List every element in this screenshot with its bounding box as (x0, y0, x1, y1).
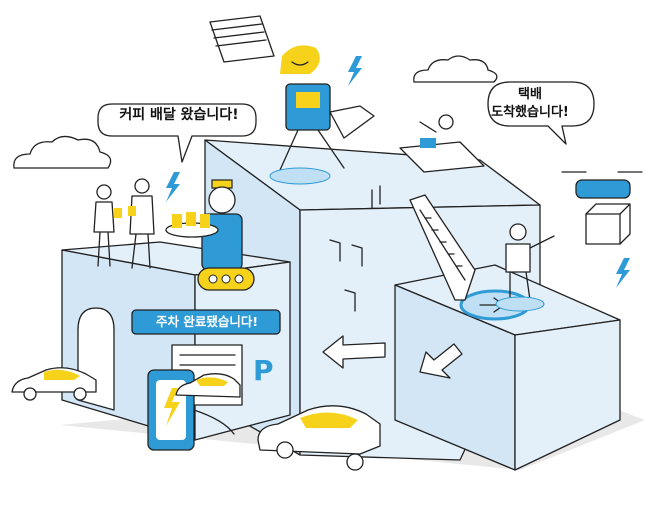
document-robot (209, 15, 375, 185)
parking-sign (131, 309, 281, 335)
parking-sign-text: 주차 완료됐습니다! (155, 314, 259, 329)
lightning-icon (348, 56, 362, 86)
lightning-icon (616, 258, 630, 288)
bubble-parcel-text: 택배 도착했습니다! (470, 86, 590, 122)
bubble-parcel-line1: 택배 (518, 87, 542, 102)
car-left (11, 367, 97, 401)
coffee-robot (165, 179, 255, 291)
speech-bubble-parcel (487, 81, 595, 145)
lightning-icon (166, 172, 180, 202)
person-waving (495, 223, 555, 312)
car-bottom (257, 405, 381, 471)
escalator (409, 194, 476, 301)
parking-p-icon: P (253, 354, 274, 387)
speech-bubble-coffee (97, 103, 257, 163)
up-left-arrow-sign (419, 343, 463, 379)
lightning-icon (164, 388, 180, 426)
person-woman (93, 184, 122, 267)
delivery-drone (561, 171, 643, 245)
bubble-parcel-line2: 도착했습니다! (491, 105, 569, 120)
cloud-left (13, 135, 112, 169)
reception-desk (399, 114, 485, 173)
car-in-garage (175, 373, 241, 398)
left-arrow-sign (322, 335, 386, 369)
person-man (128, 178, 155, 269)
cloud-right (413, 55, 498, 83)
bubble-coffee-text: 커피 배달 왔습니다! (119, 107, 239, 123)
